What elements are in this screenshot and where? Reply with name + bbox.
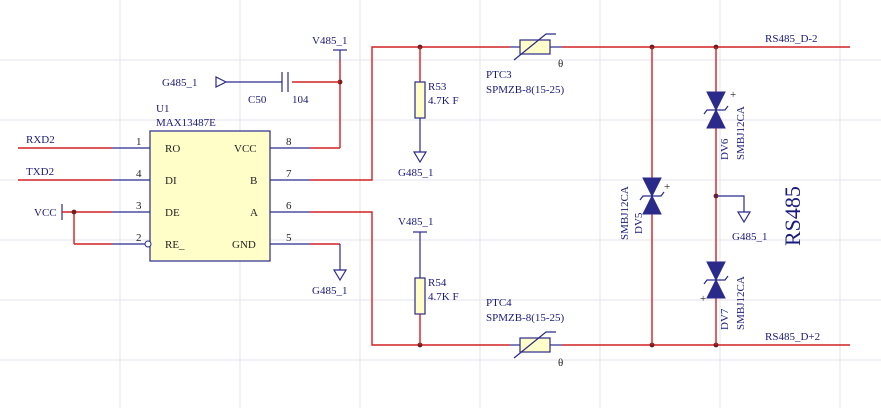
pin-ro-num: 1 <box>136 136 142 148</box>
dv6-bar <box>703 105 729 115</box>
r53-body <box>414 81 426 119</box>
rs485-title: RS485 <box>780 186 805 246</box>
pin-re-name: RE_ <box>165 239 185 251</box>
vcc-junction <box>71 209 77 215</box>
u1-part: MAX13487E <box>156 117 216 129</box>
g485-u1-arrow <box>332 269 348 282</box>
c50-ref: C50 <box>248 94 267 106</box>
u1-chip-body <box>149 130 271 262</box>
txd-label: TXD2 <box>26 166 54 178</box>
pin-de-num: 3 <box>136 200 142 212</box>
ptc4-slash <box>513 331 556 359</box>
pin-vcc-num: 8 <box>286 136 292 148</box>
ptc4-theta: θ <box>558 357 563 369</box>
r53-value: 4.7K F <box>428 95 459 107</box>
u1-ref: U1 <box>156 103 169 115</box>
g485-tvs-label: G485_1 <box>732 231 767 243</box>
ptc3-theta: θ <box>558 58 563 70</box>
bus-b-wire <box>310 46 510 181</box>
r54-value: 4.7K F <box>428 291 459 303</box>
pin-b-name: B <box>250 175 257 187</box>
dv6-value: SMBJ12CA <box>735 106 747 160</box>
dv7-ref: DV7 <box>719 308 731 330</box>
dv7-value: SMBJ12CA <box>735 276 747 330</box>
v485-mid-label: V485_1 <box>398 216 433 228</box>
ptc4-value: SPMZB-8(15-25) <box>486 312 565 324</box>
pin-gnd-num: 5 <box>286 232 292 244</box>
ptc4-ref: PTC4 <box>486 297 512 309</box>
g485-r53-arrow <box>412 151 428 164</box>
d-plus-label: RS485_D+2 <box>765 331 820 343</box>
bus-a-wire <box>310 211 510 346</box>
pin-a-name: A <box>250 207 258 219</box>
dv7-bar <box>703 275 729 285</box>
pin-ro-name: RO <box>165 143 180 155</box>
dv6-plus: + <box>730 89 736 101</box>
pin-di-num: 4 <box>136 168 142 180</box>
g485-cap-label: G485_1 <box>162 77 197 89</box>
pin-b-num: 7 <box>286 168 292 180</box>
r54-ref: R54 <box>428 277 447 289</box>
c50-value: 104 <box>292 94 309 106</box>
g485-r53-label: G485_1 <box>398 167 433 179</box>
d-minus-label: RS485_D-2 <box>765 33 818 45</box>
g485-tvs-arrow <box>736 211 752 224</box>
pin-de-name: DE <box>165 207 180 219</box>
pin-re-inversion-bubble <box>144 240 152 248</box>
ptc3-slash <box>513 33 556 61</box>
pin-vcc-name: VCC <box>234 143 257 155</box>
pin-di-name: DI <box>165 175 177 187</box>
g485-u1-label: G485_1 <box>312 285 347 297</box>
r54-body <box>414 277 426 315</box>
ptc3-ref: PTC3 <box>486 69 512 81</box>
dv6-ref: DV6 <box>719 138 731 160</box>
vcc-label: VCC <box>34 207 57 219</box>
dv5-plus: + <box>664 181 670 193</box>
ptc3-value: SPMZB-8(15-25) <box>486 84 565 96</box>
dv7-plus: + <box>700 293 706 305</box>
tvs-mid-wire <box>716 195 745 212</box>
g485-cap-arrow <box>215 76 228 88</box>
dv5-bar <box>639 191 665 201</box>
dv5-value: SMBJ12CA <box>619 186 631 240</box>
rxd-label: RXD2 <box>26 134 55 146</box>
pin-re-num: 2 <box>136 232 142 244</box>
dv5-ref: DV5 <box>633 212 645 234</box>
pin-gnd-name: GND <box>232 239 256 251</box>
r53-ref: R53 <box>428 81 447 93</box>
pin-a-num: 6 <box>286 200 292 212</box>
v485-top-label: V485_1 <box>312 35 347 47</box>
